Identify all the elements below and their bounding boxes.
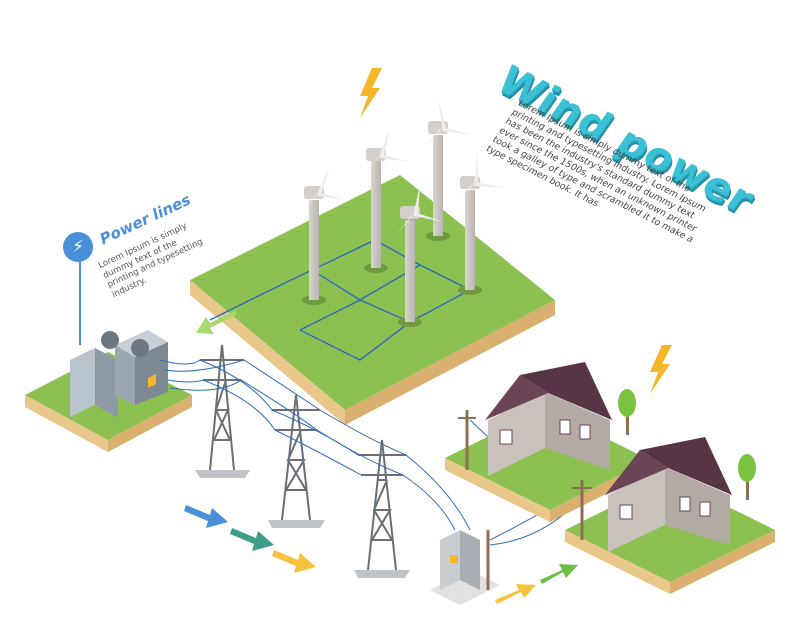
transmission-towers [195,344,410,578]
tree [618,389,636,435]
transformer [430,530,500,605]
flow-arrow [196,310,236,334]
transmission-tower [268,394,325,528]
lightning-icon: ⚡ [63,232,93,262]
house-lot [565,437,775,594]
wind-turbine [452,152,508,295]
transmission-tower [195,344,250,478]
flow-arrow [540,564,578,584]
wind-turbine [394,184,444,327]
lightning-icon [360,68,382,118]
flow-arrow [495,584,536,604]
lightning-icon [650,345,672,394]
flow-arrow [230,528,274,551]
tree [738,454,756,500]
wind-turbine [300,165,345,305]
house [485,362,612,476]
substation [25,254,192,452]
flow-arrows [184,505,578,604]
wind-turbine [420,98,472,241]
flow-arrow [184,505,228,528]
wind-turbine [362,128,410,273]
transmission-tower [354,439,410,578]
flow-arrow [272,550,316,573]
wind-turbines [300,98,508,327]
house [605,437,732,552]
